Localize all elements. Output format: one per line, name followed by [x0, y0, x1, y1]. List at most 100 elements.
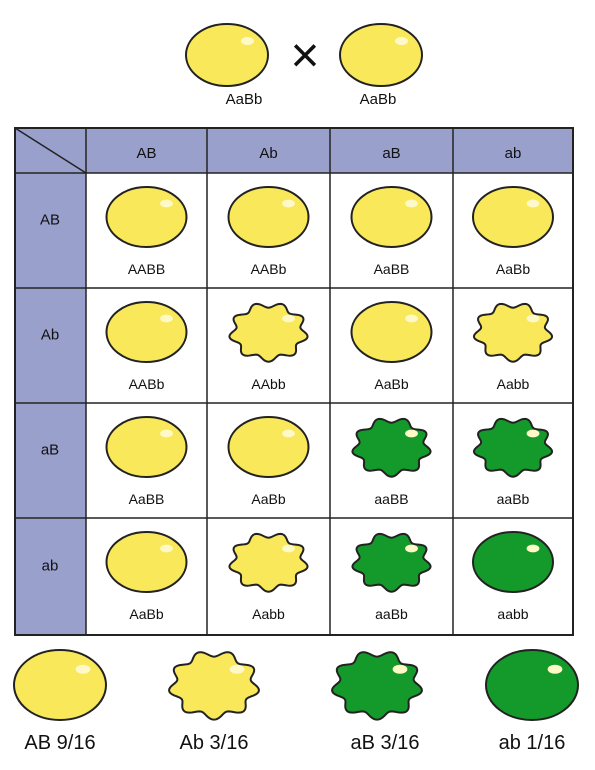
corner-diagonal	[14, 127, 87, 174]
punnett-cell: aaBb	[472, 417, 554, 507]
offspring-seed	[227, 416, 310, 478]
seed-highlight	[75, 664, 91, 674]
seed-highlight	[160, 199, 173, 208]
offspring-seed	[350, 301, 433, 363]
punnett-cell: AABb	[227, 186, 310, 277]
legend-item: aB 3/16	[331, 651, 423, 754]
seed-highlight	[282, 429, 295, 438]
parent-left-genotype: AaBb	[226, 91, 263, 108]
seed-highlight	[526, 199, 540, 208]
offspring-seed	[227, 186, 310, 248]
seed-highlight	[405, 314, 418, 323]
seed-highlight	[405, 429, 418, 438]
seed-highlight	[405, 544, 418, 553]
seed-highlight	[160, 429, 173, 438]
phenotype-legend: AB 9/16 Ab 3/16 aB 3/16 ab 1/16	[13, 649, 579, 754]
offspring-genotype: aaBB	[374, 491, 408, 507]
offspring-genotype: aaBb	[375, 606, 408, 622]
legend-seed	[331, 651, 423, 721]
seed-highlight	[282, 544, 295, 553]
offspring-seed	[105, 186, 188, 248]
offspring-seed	[472, 186, 554, 248]
punnett-cell: AaBb	[227, 416, 310, 507]
offspring-seed	[351, 417, 432, 478]
offspring-genotype: AaBb	[374, 376, 408, 392]
seed-highlight	[160, 314, 173, 323]
offspring-genotype: AABb	[251, 261, 287, 277]
offspring-genotype: AABb	[129, 376, 165, 392]
legend-item: Ab 3/16	[168, 651, 260, 754]
seed-highlight	[392, 664, 408, 674]
legend-item: AB 9/16	[13, 649, 107, 754]
legend-ratio-label: AB 9/16	[24, 732, 95, 754]
seed-highlight	[405, 199, 418, 208]
parent-left-seed-shape	[185, 23, 269, 87]
column-gamete-label: AB	[136, 145, 156, 162]
punnett-cell: AaBb	[105, 531, 188, 622]
cross-symbol: ×	[290, 27, 319, 83]
legend-seed	[485, 649, 579, 721]
offspring-seed	[105, 416, 188, 478]
legend-seed	[13, 649, 107, 721]
seed-highlight	[526, 429, 540, 438]
column-gamete-label: Ab	[259, 145, 277, 162]
legend-ratio-label: Ab 3/16	[180, 732, 249, 754]
grid-border	[14, 127, 574, 636]
offspring-genotype: Aabb	[252, 606, 285, 622]
punnett-cell: aaBb	[351, 532, 432, 622]
row-gamete-label: aB	[41, 442, 59, 459]
punnett-cell: AaBb	[350, 301, 433, 392]
punnett-cell: aaBB	[351, 417, 432, 507]
legend-ratio-label: aB 3/16	[351, 732, 420, 754]
offspring-genotype: aabb	[497, 606, 528, 622]
offspring-genotype: AABB	[128, 261, 165, 277]
offspring-genotype: aaBb	[497, 491, 530, 507]
punnett-cell: AAbb	[228, 302, 309, 392]
parent-right-genotype: AaBb	[360, 91, 397, 108]
seed-highlight	[526, 544, 540, 553]
offspring-seed	[351, 532, 432, 593]
legend-item: ab 1/16	[485, 649, 579, 754]
seed-highlight	[282, 314, 295, 323]
offspring-seed	[228, 302, 309, 363]
seed-highlight	[229, 664, 245, 674]
punnett-cell: Aabb	[228, 532, 309, 622]
offspring-seed	[228, 532, 309, 593]
offspring-genotype: AaBb	[496, 261, 530, 277]
column-gamete-label: aB	[382, 145, 400, 162]
offspring-seed	[472, 417, 554, 478]
offspring-genotype: AaBb	[129, 606, 163, 622]
offspring-seed	[105, 301, 188, 363]
offspring-genotype: Aabb	[497, 376, 530, 392]
legend-ratio-label: ab 1/16	[499, 732, 566, 754]
seed-highlight	[394, 37, 409, 46]
punnett-cell: aabb	[472, 531, 554, 622]
seed-highlight	[240, 37, 255, 46]
row-header-band	[15, 128, 86, 635]
punnett-cell: AABb	[105, 301, 188, 392]
parent-right-seed-shape	[339, 23, 423, 87]
legend-seed	[168, 651, 260, 721]
parent-right-seed	[339, 23, 423, 87]
row-gamete-label: ab	[42, 558, 59, 575]
offspring-genotype: AaBB	[129, 491, 165, 507]
offspring-genotype: AaBB	[374, 261, 410, 277]
seed-highlight	[282, 199, 295, 208]
offspring-seed	[472, 531, 554, 593]
row-gamete-label: Ab	[41, 327, 59, 344]
seed-highlight	[160, 544, 173, 553]
parent-left-seed	[185, 23, 269, 87]
parental-cross: AaBb × AaBb	[185, 23, 423, 108]
offspring-genotype: AaBb	[251, 491, 285, 507]
offspring-seed	[105, 531, 188, 593]
punnett-cell: AABB	[105, 186, 188, 277]
punnett-cell: AaBB	[350, 186, 433, 277]
seed-highlight	[547, 664, 563, 674]
column-header-band	[15, 128, 573, 173]
punnett-cell: Aabb	[472, 302, 554, 392]
punnett-cell: AaBb	[472, 186, 554, 277]
offspring-seed	[350, 186, 433, 248]
seed-highlight	[526, 314, 540, 323]
